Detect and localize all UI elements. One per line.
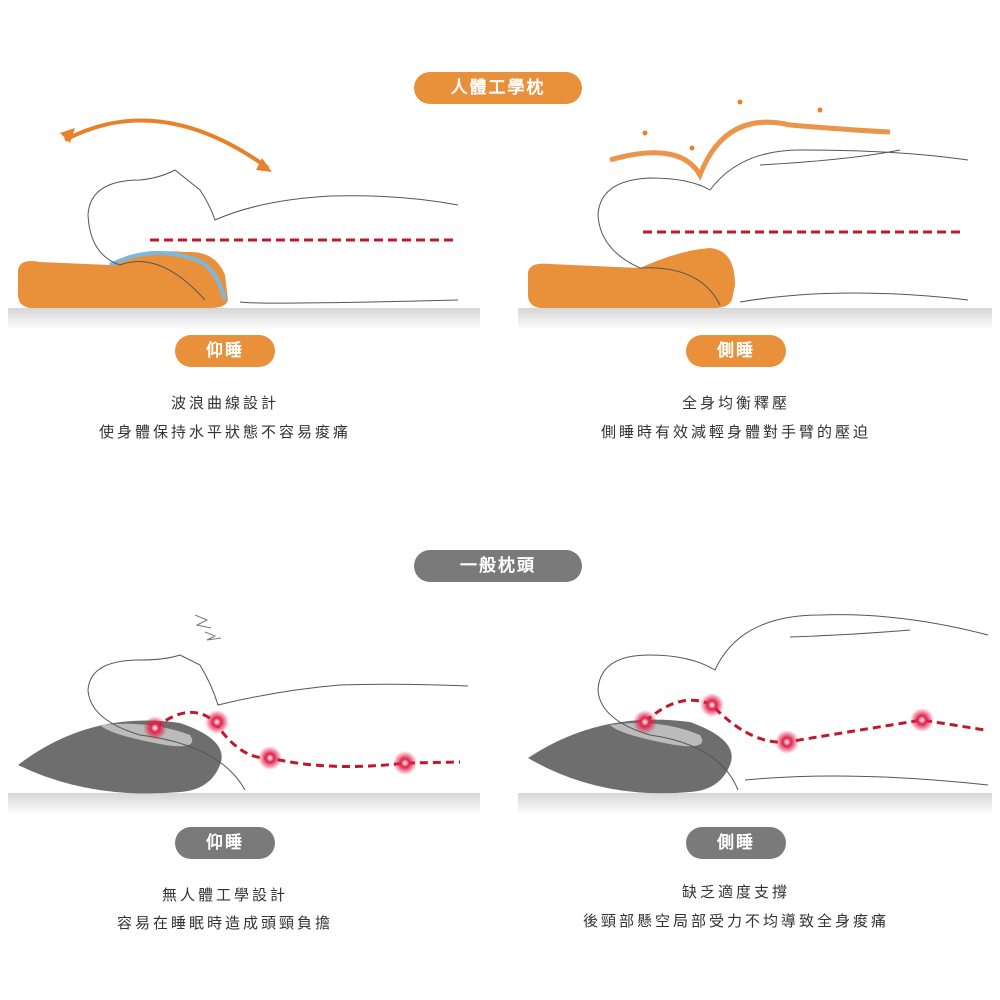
regular-side-line2: 後頸部懸空局部受力不均導致全身痠痛	[582, 912, 889, 930]
ergonomic-back-line1: 波浪曲線設計	[170, 394, 279, 412]
ergonomic-back-label: 仰睡	[175, 335, 275, 367]
ergonomic-back-line2: 使身體保持水平狀態不容易痠痛	[98, 423, 351, 441]
rotate-arrow-icon	[64, 118, 270, 170]
regular-side-illustration	[528, 614, 989, 794]
ergonomic-pillow-title: 人體工學枕	[414, 72, 582, 104]
regular-back-label: 仰睡	[175, 827, 275, 859]
floor	[518, 793, 992, 815]
floor	[8, 793, 480, 815]
ergonomic-side-label: 側睡	[686, 335, 786, 367]
spine-line	[643, 698, 986, 744]
regular-side-label: 側睡	[686, 827, 786, 859]
ergonomic-side-line1: 全身均衡釋壓	[681, 394, 790, 412]
floor	[518, 308, 992, 330]
regular-back-illustration	[18, 614, 469, 794]
regular-back-line2: 容易在睡眠時造成頭頸負擔	[116, 914, 333, 932]
regular-pillow-title: 一般枕頭	[414, 550, 582, 582]
ergonomic-side-line2: 側睡時有效減輕身體對手臂的壓迫	[600, 423, 871, 441]
spine-line	[154, 710, 461, 769]
floor	[8, 308, 480, 330]
ergonomic-side-illustration	[528, 99, 969, 308]
regular-back-line1: 無人體工學設計	[161, 886, 288, 904]
regular-side-line1: 缺乏適度支撐	[681, 883, 790, 901]
ergonomic-back-illustration	[18, 118, 459, 308]
